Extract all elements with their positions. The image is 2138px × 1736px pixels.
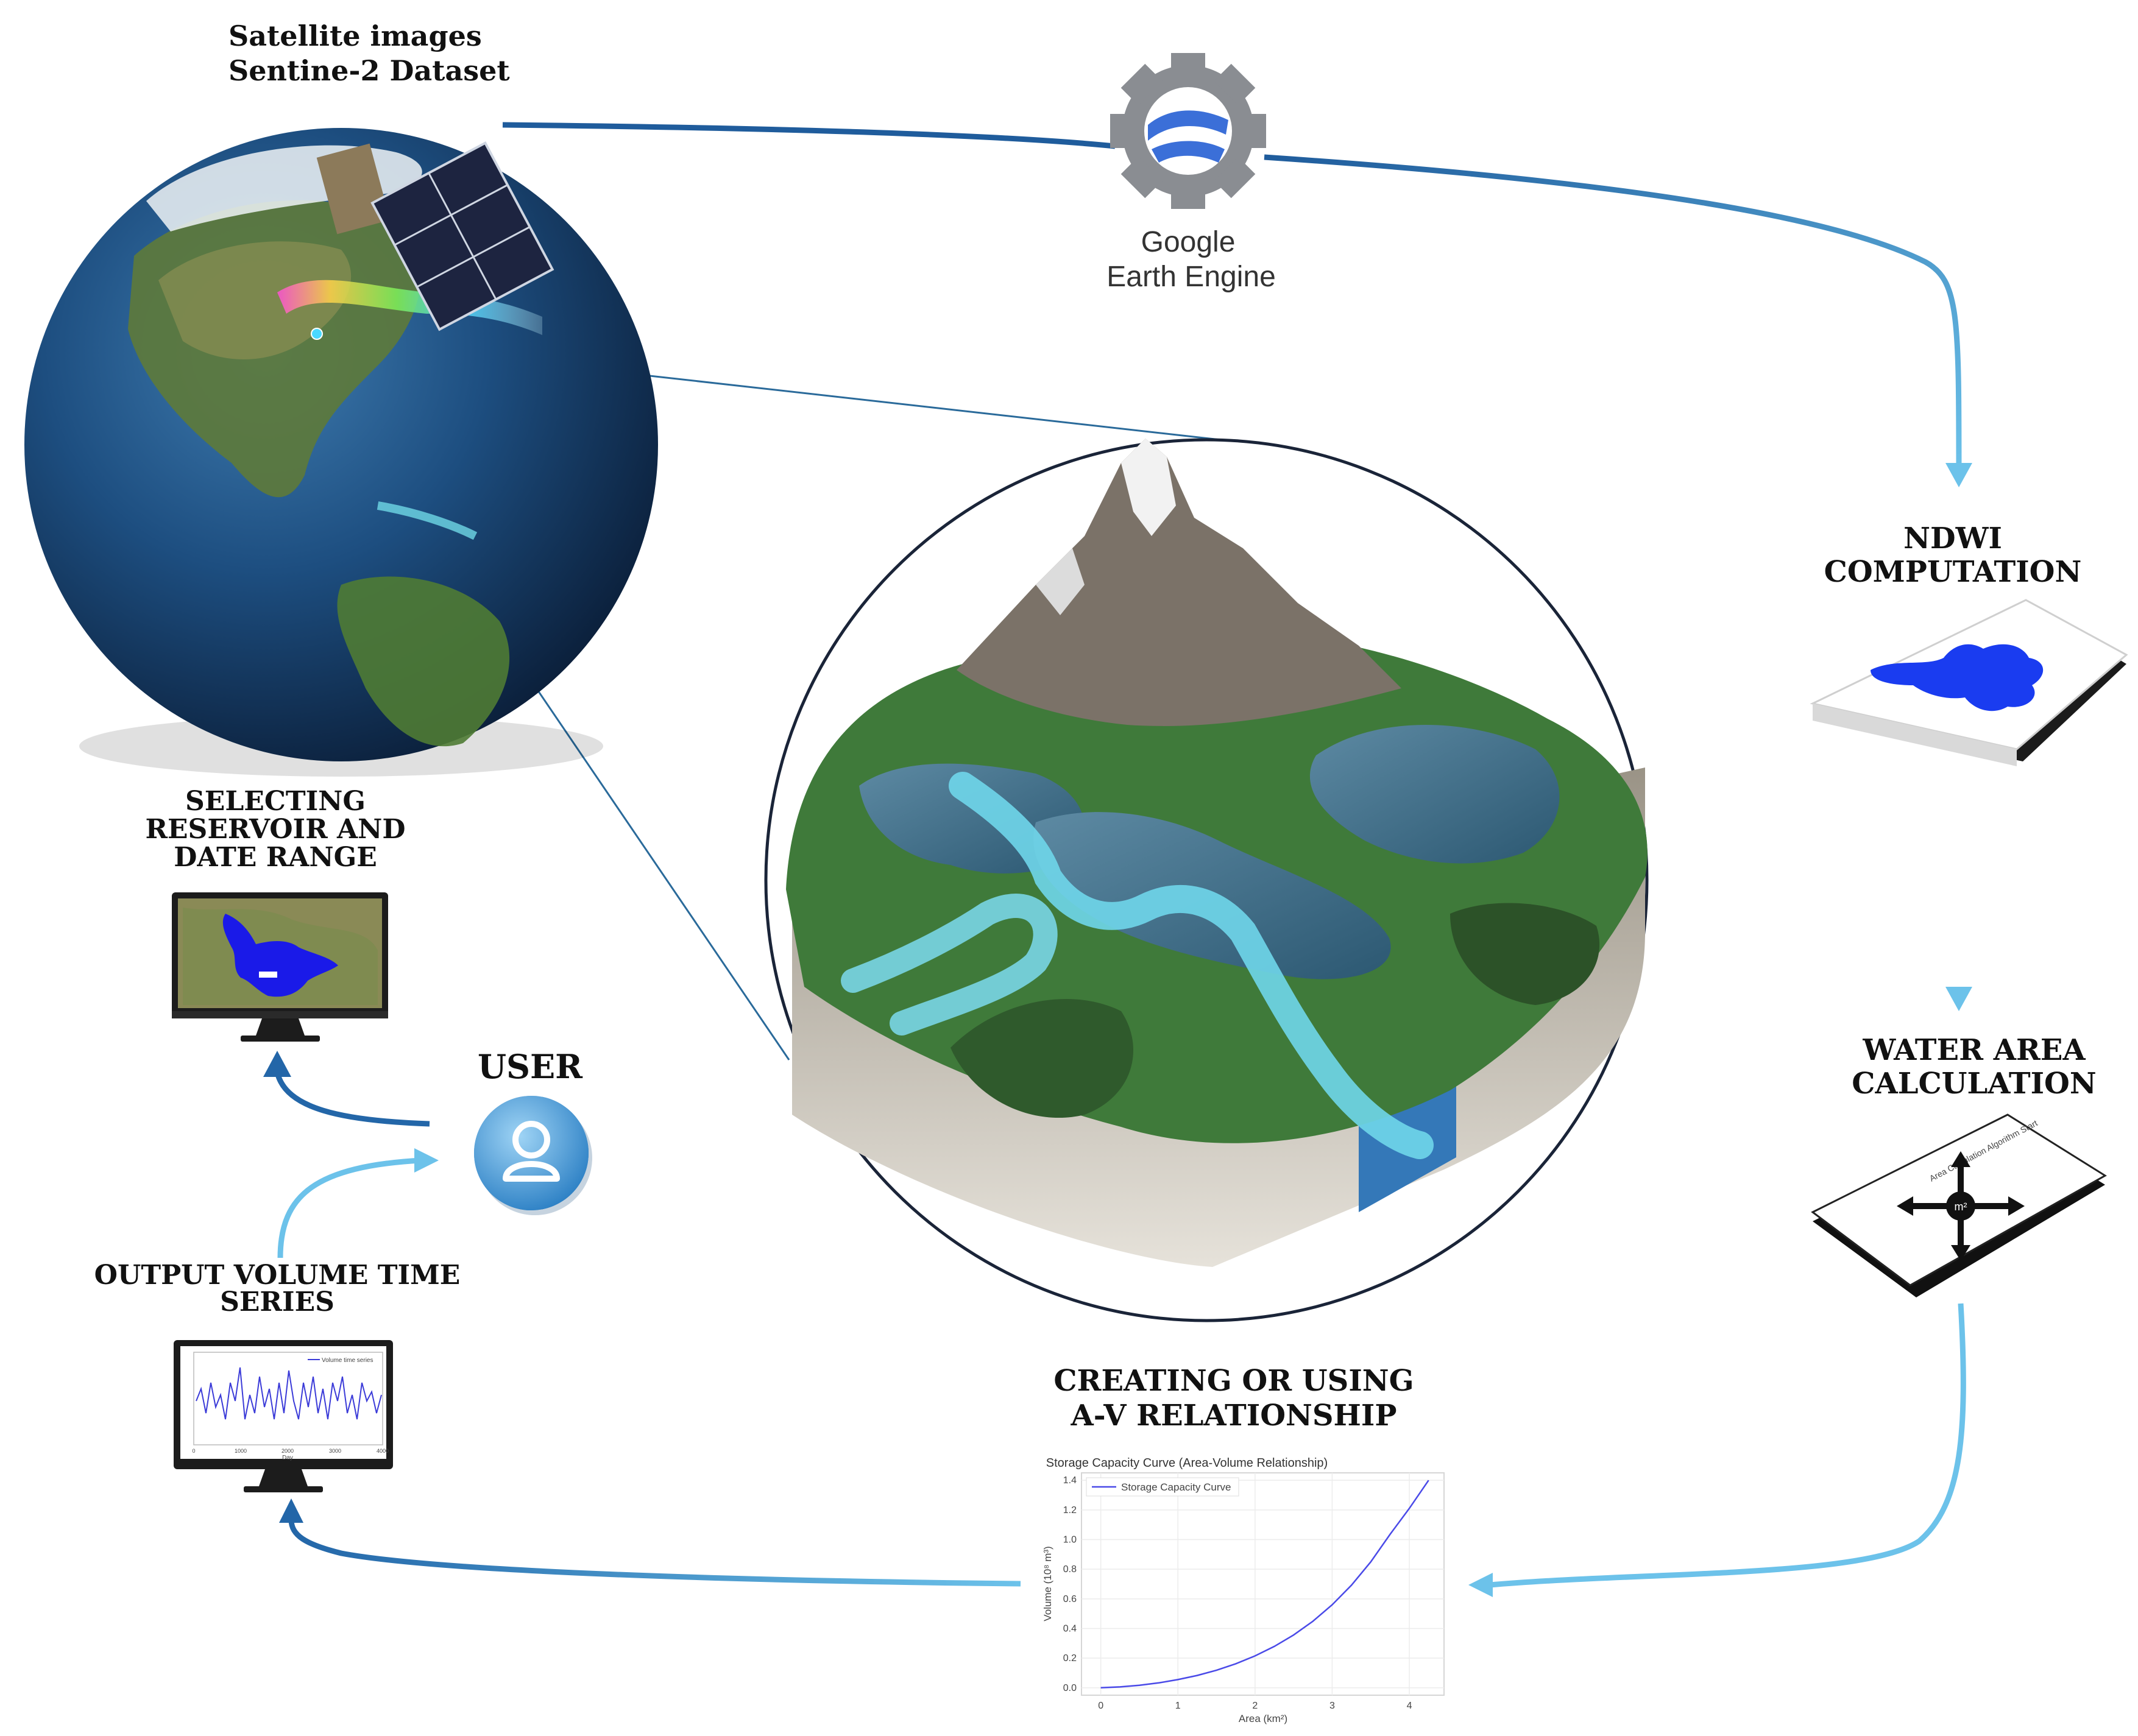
chart-ytick-label: 0.4 — [1063, 1624, 1077, 1634]
ndwi-label-line1: NDWI — [1903, 521, 2002, 556]
chart-ytick-label: 0.8 — [1063, 1564, 1077, 1575]
area-calculation-card: Area Calculation Algorithm Start m² — [1811, 1113, 2107, 1297]
arrow-water-area-to-av — [1489, 1303, 1966, 1588]
chart-title: Storage Capacity Curve (Area-Volume Rela… — [1046, 1456, 1328, 1470]
chart-ytick-label: 0.0 — [1063, 1683, 1077, 1693]
four-way-arrow-icon: m² — [1897, 1151, 2025, 1261]
chart-xlabel: Area (km²) — [1239, 1713, 1287, 1724]
arrow-satellite-to-gee — [502, 122, 1116, 149]
chart-xtick-label: 2 — [1252, 1701, 1258, 1711]
arrow-output-head — [279, 1498, 303, 1523]
reservoir-location-marker — [311, 328, 323, 340]
output-label-line1: OUTPUT VOLUME TIME — [94, 1260, 461, 1291]
ts-xtick-0: 0 — [192, 1448, 195, 1454]
chart-ytick-label: 0.6 — [1063, 1594, 1077, 1604]
chart-xtick-label: 3 — [1329, 1701, 1335, 1711]
gee-logo — [1110, 53, 1266, 209]
chart-xtick-label: 0 — [1098, 1701, 1103, 1711]
area-unit-text: m² — [1955, 1201, 1967, 1213]
satellite-title-line1: Satellite images — [228, 19, 482, 52]
arrow-user-head — [414, 1148, 439, 1173]
arrow-output-to-user — [277, 1157, 421, 1258]
water-area-label-line2: CALCULATION — [1852, 1067, 2096, 1101]
chart-ytick-label: 0.2 — [1063, 1653, 1077, 1664]
ts-legend: Volume time series — [322, 1357, 373, 1364]
arrow-water-area-head — [1945, 987, 1972, 1011]
arrow-gee-to-ndwi — [1264, 154, 1962, 476]
ndwi-label-line2: COMPUTATION — [1824, 555, 2082, 589]
volume-timeseries-line — [196, 1367, 382, 1420]
user-avatar-icon[interactable] — [474, 1096, 592, 1215]
satellite-icon — [277, 141, 554, 335]
av-label-line2: A-V RELATIONSHIP — [1071, 1399, 1397, 1433]
ndwi-water-mask — [1871, 644, 2044, 711]
chart-ytick-label: 1.2 — [1063, 1505, 1077, 1515]
chart-ylabel: Volume (10⁸ m³) — [1042, 1546, 1053, 1621]
ts-xtick-1: 1000 — [235, 1448, 247, 1454]
user-label: USER — [478, 1047, 583, 1086]
water-area-label-line1: WATER AREA — [1862, 1033, 2086, 1067]
av-label-line1: CREATING OR USING — [1053, 1364, 1414, 1398]
chart-ticks: 0 1 2 3 4 0.0 0.2 0.4 0.6 0.8 1.0 1.2 1.4 — [1063, 1475, 1412, 1711]
arrow-av-to-output — [288, 1519, 1021, 1587]
chart-xtick-label: 4 — [1407, 1701, 1412, 1711]
arrow-user-to-selecting — [274, 1071, 430, 1127]
storage-capacity-curve-line — [1100, 1480, 1429, 1689]
ts-xtick-3: 3000 — [329, 1448, 341, 1454]
area-volume-chart: Storage Capacity Curve (Area-Volume Rela… — [1042, 1456, 1445, 1724]
chart-plot-area — [1081, 1472, 1445, 1696]
flow-arrows — [263, 122, 1972, 1597]
chart-legend-label: Storage Capacity Curve — [1121, 1481, 1231, 1493]
chart-ytick-label: 1.0 — [1063, 1535, 1077, 1545]
satellite-title-line2: Sentine-2 Dataset — [228, 54, 510, 87]
zoom-line-upper — [557, 364, 1237, 443]
arrow-selecting-head — [263, 1051, 291, 1077]
selecting-label-line1: SELECTING — [185, 786, 366, 817]
gee-label-line1: Google — [1141, 226, 1236, 258]
chart-xtick-label: 1 — [1175, 1701, 1181, 1711]
ts-xlabel: Day — [282, 1455, 293, 1461]
selected-reservoir-shape — [222, 914, 338, 997]
arrow-av-head — [1468, 1573, 1493, 1597]
ts-xtick-4: 4000 — [377, 1448, 389, 1454]
chart-ytick-label: 1.4 — [1063, 1475, 1077, 1486]
selecting-label-line2: RESERVOIR AND — [145, 814, 405, 845]
ts-xtick-2: 2000 — [281, 1448, 294, 1454]
output-label-line2: SERIES — [220, 1286, 335, 1318]
chart-legend: Storage Capacity Curve — [1086, 1477, 1239, 1497]
arrow-ndwi-head — [1945, 463, 1972, 487]
gee-label-line2: Earth Engine — [1106, 261, 1276, 293]
reservoir-landscape-illustration — [764, 438, 1649, 1322]
monitor-output-timeseries: Volume time series 0 1000 2000 3000 4000… — [174, 1340, 393, 1492]
ndwi-map-card — [1810, 599, 2128, 766]
monitor-reservoir-selection — [172, 892, 388, 1042]
gear-globe-icon — [1110, 53, 1266, 209]
selecting-label-line3: DATE RANGE — [174, 842, 377, 873]
